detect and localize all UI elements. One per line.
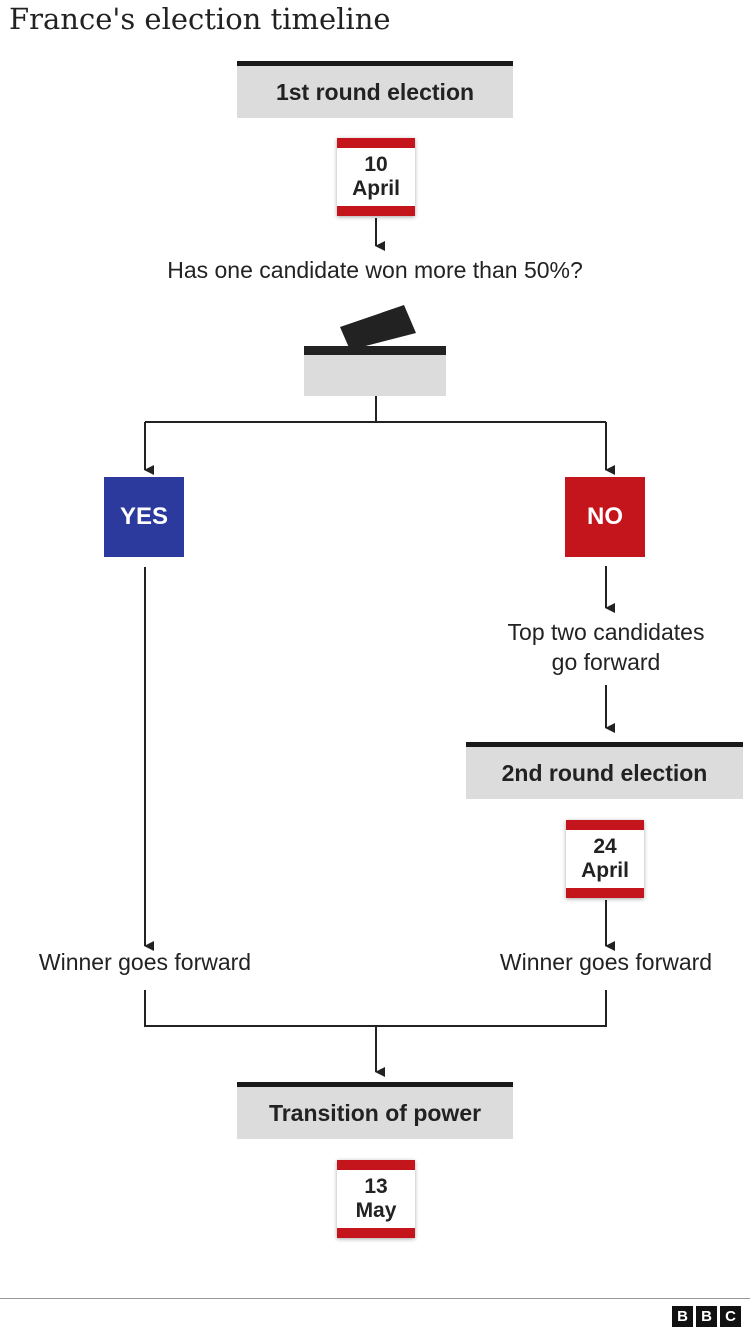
second-round-date-calendar: 24 April bbox=[566, 820, 644, 898]
second-round-label: 2nd round election bbox=[501, 759, 708, 786]
second-round-month: April bbox=[581, 859, 629, 882]
merge-line bbox=[144, 990, 607, 1027]
first-round-box: 1st round election bbox=[237, 61, 513, 118]
transition-date-calendar: 13 May bbox=[337, 1160, 415, 1238]
second-round-box: 2nd round election bbox=[466, 742, 743, 799]
footer-divider bbox=[0, 1298, 750, 1299]
page-title: France's election timeline bbox=[9, 2, 391, 36]
transition-box: Transition of power bbox=[237, 1082, 513, 1139]
bbc-logo: B B C bbox=[672, 1306, 741, 1327]
transition-day: 13 bbox=[364, 1175, 388, 1198]
second-round-day: 24 bbox=[593, 835, 617, 858]
no-label: NO bbox=[587, 503, 623, 530]
bbc-logo-letter-2: B bbox=[696, 1306, 717, 1327]
transition-label: Transition of power bbox=[268, 1099, 482, 1126]
no-badge: NO bbox=[565, 477, 645, 557]
top-two-line-2: go forward bbox=[551, 649, 661, 675]
ballot-box-icon bbox=[304, 305, 446, 396]
bbc-logo-letter-3: C bbox=[720, 1306, 741, 1327]
transition-month: May bbox=[355, 1199, 397, 1222]
yes-badge: YES bbox=[104, 477, 184, 557]
top-two-line-1: Top two candidates bbox=[507, 619, 705, 645]
yes-label: YES bbox=[119, 503, 169, 530]
first-round-date-calendar: 10 April bbox=[337, 138, 415, 216]
bbc-logo-letter-1: B bbox=[672, 1306, 693, 1327]
question-text: Has one candidate won more than 50%? bbox=[167, 257, 583, 283]
first-round-day: 10 bbox=[364, 153, 388, 176]
winner-right-text: Winner goes forward bbox=[499, 949, 713, 975]
top-two-text: Top two candidates go forward bbox=[456, 617, 750, 677]
winner-left-text: Winner goes forward bbox=[38, 949, 252, 975]
first-round-month: April bbox=[352, 177, 400, 200]
first-round-label: 1st round election bbox=[275, 78, 475, 105]
